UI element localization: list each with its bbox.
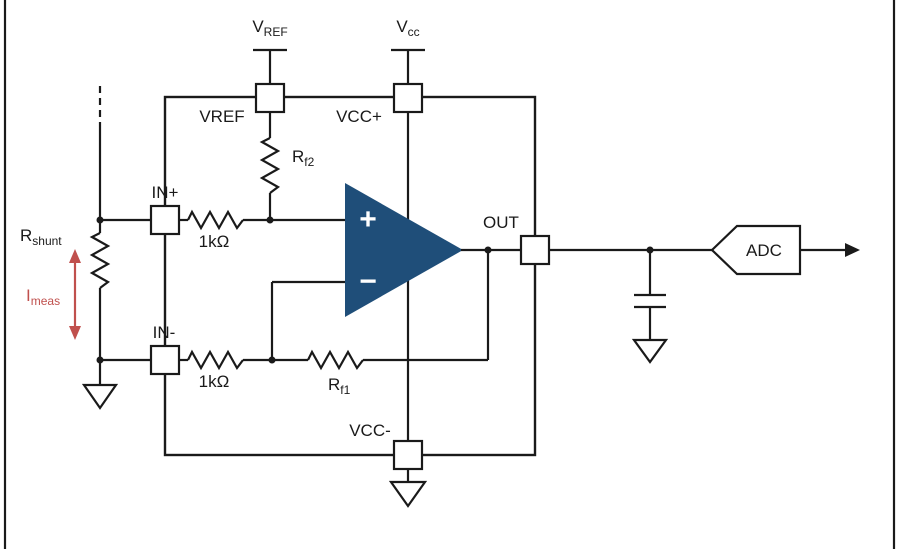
ground-symbol-vcc-minus	[388, 480, 428, 508]
ic-boundary	[163, 95, 537, 457]
pin-vcc-minus	[392, 439, 424, 471]
vcc-supply-label-main: V	[396, 17, 408, 36]
pin-in-minus	[149, 344, 181, 376]
adc-output-arrowhead	[845, 243, 860, 257]
opamp-triangle	[345, 183, 463, 317]
rshunt-label-main: R	[20, 226, 32, 245]
inminus-path: 1kΩ Rf1	[179, 250, 490, 397]
vcc-supply-label-sub: cc	[408, 25, 420, 39]
pin-vcc-minus-label: VCC-	[349, 421, 391, 440]
adc-block: ADC	[710, 224, 860, 276]
shunt-branch: Rshunt	[20, 86, 151, 410]
vref-supply: VREF	[252, 17, 288, 84]
rshunt-resistor	[89, 232, 111, 289]
rshunt-label: Rshunt	[20, 226, 62, 248]
rf1-label: Rf1	[328, 375, 351, 397]
imeas-arrowhead-down	[69, 326, 81, 340]
vcc-supply: Vcc	[391, 17, 425, 84]
output-network	[549, 246, 712, 364]
imeas-label: Imeas	[26, 286, 60, 308]
pin-in-minus-label: IN-	[153, 323, 176, 342]
vref-supply-label-main: V	[252, 17, 264, 36]
junction-dot-noninverting	[266, 216, 274, 224]
pin-out-label: OUT	[483, 213, 519, 232]
junction-dot-feedback	[484, 246, 492, 254]
opamp-plus-sign: +	[359, 203, 377, 236]
rin-minus-resistor	[187, 349, 244, 371]
rin-plus-value-label: 1kΩ	[199, 232, 230, 251]
rf2-label: Rf2	[292, 147, 315, 169]
vref-supply-label-sub: REF	[264, 25, 288, 39]
pin-out	[519, 234, 551, 266]
pin-vcc-plus-label: VCC+	[336, 107, 382, 126]
rin-plus-resistor	[187, 209, 244, 231]
rf2-branch: Rf2	[259, 112, 315, 220]
opamp-minus-sign: −	[359, 265, 377, 298]
rf2-label-main: R	[292, 147, 304, 166]
pin-in-plus	[149, 204, 181, 236]
imeas-label-main: I	[26, 286, 31, 305]
junction-dot-shunt-bottom	[96, 356, 104, 364]
rshunt-label-sub: shunt	[32, 234, 62, 248]
opamp: + −	[345, 183, 463, 317]
pin-vref-label: VREF	[199, 107, 244, 126]
vcc-supply-label: Vcc	[396, 17, 419, 39]
pin-vcc-plus	[392, 82, 424, 114]
pin-vref	[254, 82, 286, 114]
vref-supply-label: VREF	[252, 17, 287, 39]
rf1-label-sub: f1	[340, 383, 350, 397]
pin-in-plus-label: IN+	[152, 183, 179, 202]
imeas-label-sub: meas	[31, 294, 60, 308]
imeas-indicator: Imeas	[26, 249, 81, 340]
rf1-resistor	[307, 349, 364, 371]
ground-symbol-filter	[631, 338, 669, 364]
ground-symbol-shunt	[81, 383, 119, 410]
rf1-label-main: R	[328, 375, 340, 394]
inplus-path: 1kΩ	[179, 209, 345, 251]
imeas-arrowhead-up	[69, 249, 81, 263]
vcc-minus-ground	[388, 469, 428, 508]
rf2-label-sub: f2	[304, 155, 314, 169]
adc-label: ADC	[746, 241, 782, 260]
junction-dot-inverting	[268, 356, 276, 364]
rin-minus-value-label: 1kΩ	[199, 372, 230, 391]
rf2-resistor	[259, 137, 281, 194]
junction-dot-shunt-top	[96, 216, 104, 224]
